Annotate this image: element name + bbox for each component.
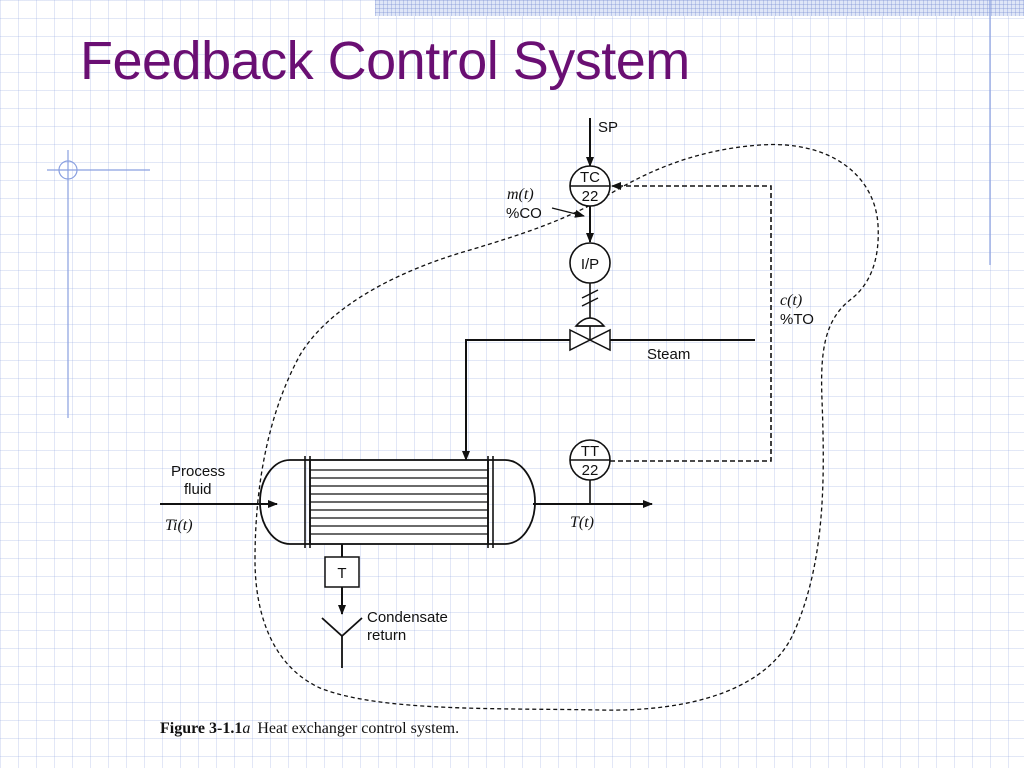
controller-output-unit: %CO (506, 205, 542, 222)
feedback-signal-line (610, 182, 772, 462)
condensate-return-symbol (321, 617, 363, 668)
control-loop-boundary (254, 143, 879, 711)
exchanger-tubes (310, 469, 488, 535)
converter-tag: I/P (581, 256, 599, 273)
header-band (375, 0, 1024, 16)
condensate-label: Condensate (367, 609, 448, 626)
control-valve (569, 317, 611, 352)
controller-tag: TC (580, 169, 600, 186)
transmitter-output-unit: %TO (780, 311, 814, 328)
temperature-controller: TC 22 (569, 165, 611, 207)
figure-number: Figure 3-1.1 (160, 720, 242, 737)
heat-exchanger (259, 456, 536, 548)
figure-caption: Figure 3-1.1a Heat exchanger control syst… (160, 720, 459, 737)
setpoint-label: SP (598, 119, 618, 136)
transmitter-tag: TT (581, 443, 599, 460)
slide-decoration (47, 0, 991, 418)
inlet-temperature-label: Ti(t) (165, 517, 193, 534)
figure-caption-text: Heat exchanger control system. (257, 720, 459, 737)
controller-output-symbol: m(t) (507, 186, 534, 203)
figure-suffix: a (242, 720, 250, 737)
steam-label: Steam (647, 346, 690, 363)
transmitter-output-symbol: c(t) (780, 292, 802, 309)
steam-trap: T (324, 556, 360, 588)
pneumatic-hash-mark (581, 297, 599, 307)
process-fluid-label: Process (171, 463, 225, 480)
temperature-transmitter: TT 22 (569, 439, 611, 481)
controller-output-pointer (551, 207, 585, 218)
trap-label: T (337, 565, 346, 582)
controller-number: 22 (582, 188, 599, 205)
pneumatic-hash-mark (581, 289, 599, 299)
outlet-temperature-label: T(t) (570, 514, 594, 531)
process-fluid-label: fluid (184, 481, 212, 498)
steam-supply-line (462, 339, 570, 461)
condensate-label: return (367, 627, 406, 644)
slide-title: Feedback Control System (80, 31, 690, 91)
current-to-pressure-converter: I/P (569, 242, 611, 284)
transmitter-number: 22 (582, 462, 599, 479)
